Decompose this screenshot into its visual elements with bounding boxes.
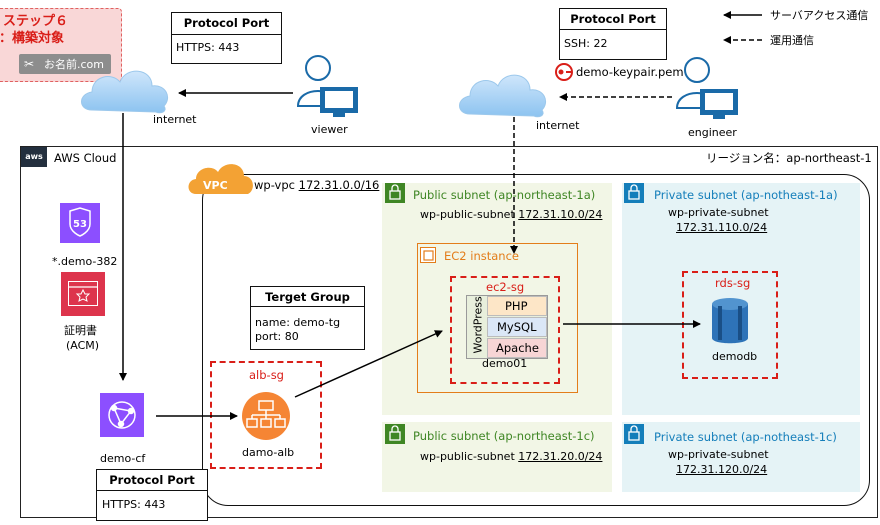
- alb-icon: [242, 392, 290, 440]
- arrow-alb-to-ec2: [294, 330, 443, 398]
- acm-star-glyph: [68, 286, 98, 302]
- public-subnet-1c-name: wp-public-subnet 172.31.20.0/24: [420, 450, 602, 463]
- engineer-person-icon: [675, 57, 738, 119]
- subnet-lock-glyphs: [389, 184, 640, 441]
- protocol-port-divider-bottom: [96, 490, 208, 491]
- cloudfront-globe-glyph: [108, 401, 136, 429]
- php-label: PHP: [505, 299, 528, 313]
- private-subnet-1a-name: wp-private-subnet: [668, 206, 769, 219]
- region-label: リージョン名：ap-northeast-1: [706, 151, 872, 165]
- step-title: ステップ６: [3, 14, 69, 29]
- protocol-port-value-top-right: SSH: 22: [564, 37, 608, 50]
- protocol-port-box-top-left: [171, 12, 282, 64]
- internet-left-label: internet: [153, 113, 197, 126]
- protocol-port-divider-top-left: [171, 34, 282, 35]
- aws-cloud-label: AWS Cloud: [54, 151, 117, 165]
- internet-cloud-right-icon: [459, 74, 546, 118]
- key-icon: [555, 63, 573, 81]
- private-subnet-1c-cidr: 172.31.120.0/24: [676, 463, 768, 476]
- target-group-title: Terget Group: [265, 290, 350, 304]
- public-subnet-1c: [382, 422, 612, 492]
- aws-logo-icon: aws: [21, 147, 47, 167]
- alb-name: damo-alb: [242, 446, 295, 459]
- protocol-port-title-top-left: Protocol Port: [183, 16, 270, 30]
- protocol-port-title-top-right: Protocol Port: [570, 12, 656, 26]
- protocol-port-box-bottom: [96, 469, 208, 521]
- route53-label: *.demo-382: [52, 255, 118, 268]
- legend-server-access: サーバアクセス通信: [770, 9, 869, 22]
- php-layer: [487, 296, 547, 316]
- vpc-badge-icon: VPC: [188, 164, 253, 194]
- viewer-person-icon: [296, 55, 358, 117]
- ec2-instance-box: [417, 243, 578, 393]
- rds-sg-box: [682, 271, 778, 379]
- public-subnet-1c-cidr: 172.31.20.0/24: [518, 450, 603, 463]
- public-subnet-1c-name-text: wp-public-subnet: [420, 450, 519, 463]
- private-subnet-1c-title: Private subnet (ap-notheast-1c): [654, 430, 837, 444]
- cloudfront-icon: [100, 393, 144, 437]
- engineer-label: engineer: [688, 126, 737, 139]
- aws-cloud-frame: [20, 146, 878, 518]
- acm-certificate-shape: [68, 281, 98, 306]
- protocol-port-box-top-right: [559, 8, 667, 60]
- acm-label-1: 証明書: [64, 324, 97, 337]
- vpc-cidr: 172.31.0.0/16: [298, 178, 380, 192]
- mysql-layer: [487, 317, 547, 337]
- target-group-name: name: demo-tg: [255, 316, 341, 329]
- protocol-port-title-bottom: Protocol Port: [109, 473, 195, 487]
- cloudfront-label: demo-cf: [100, 452, 146, 465]
- vpc-name-text: wp-vpc: [254, 178, 299, 192]
- ec2-instance-name: demo01: [482, 357, 528, 370]
- legend-operation: 運用通信: [770, 34, 814, 47]
- target-group-port: port: 80: [255, 330, 299, 343]
- public-subnet-1a-name: wp-public-subnet 172.31.10.0/24: [420, 208, 602, 221]
- route53-icon-text: 53: [73, 219, 87, 230]
- rds-sg-label: rds-sg: [715, 276, 751, 290]
- target-group-box: [250, 286, 365, 350]
- ec2-title: EC2 instance: [444, 249, 519, 263]
- mysql-label: MySQL: [497, 320, 537, 334]
- onamae-badge: ✂ お名前.com: [19, 54, 111, 74]
- step-banner: ステップ６ ：構築対象 ✂ お名前.com: [0, 8, 122, 82]
- route53-shield-glyph: [69, 207, 91, 237]
- private-subnet-1c-name: wp-private-subnet: [668, 448, 769, 461]
- viewer-label: viewer: [311, 123, 348, 136]
- protocol-port-value-top-left: HTTPS: 443: [176, 41, 240, 54]
- private-subnet-1c: [622, 422, 860, 492]
- ec2-sg-label: ec2-sg: [486, 280, 525, 294]
- protocol-port-value-bottom: HTTPS: 443: [102, 498, 166, 511]
- ec2-chip-glyph: [423, 250, 434, 261]
- private-subnet-1a: [622, 183, 860, 415]
- acm-label-2: (ACM): [66, 339, 100, 352]
- step-subtitle: ：構築対象: [0, 31, 65, 46]
- apache-layer: [487, 338, 547, 358]
- private-subnet-1a-cidr: 172.31.110.0/24: [676, 221, 768, 234]
- vpc-name: wp-vpc 172.31.0.0/16: [254, 179, 379, 192]
- rds-database-icon: [712, 298, 748, 344]
- alb-sg-label: alb-sg: [249, 368, 284, 382]
- public-subnet-1c-title: Public subnet (ap-northeast-1c): [413, 429, 595, 443]
- protocol-port-divider-top-right: [559, 29, 667, 30]
- apache-label: Apache: [496, 341, 539, 355]
- private-subnet-1a-title: Private subnet (ap-notheast-1a): [654, 188, 838, 202]
- target-group-divider: [250, 306, 365, 307]
- vpc-frame: [202, 174, 870, 506]
- keypair-label: demo-keypair.pem: [576, 65, 684, 79]
- rds-name: demodb: [712, 350, 758, 363]
- internet-cloud-left-icon: [81, 70, 168, 114]
- onamae-logo-icon: ✂: [24, 57, 35, 71]
- public-subnet-1a-title: Public subnet (ap-northeast-1a): [413, 188, 596, 202]
- onamae-label: お名前.com: [44, 58, 104, 71]
- vpc-badge-text: VPC: [203, 179, 228, 192]
- public-subnet-1a-cidr: 172.31.10.0/24: [518, 208, 603, 221]
- alb-sg-box: [210, 361, 322, 469]
- ec2-sg-box: [450, 276, 560, 384]
- public-subnet-1a-name-text: wp-public-subnet: [420, 208, 519, 221]
- internet-right-label: internet: [536, 119, 580, 132]
